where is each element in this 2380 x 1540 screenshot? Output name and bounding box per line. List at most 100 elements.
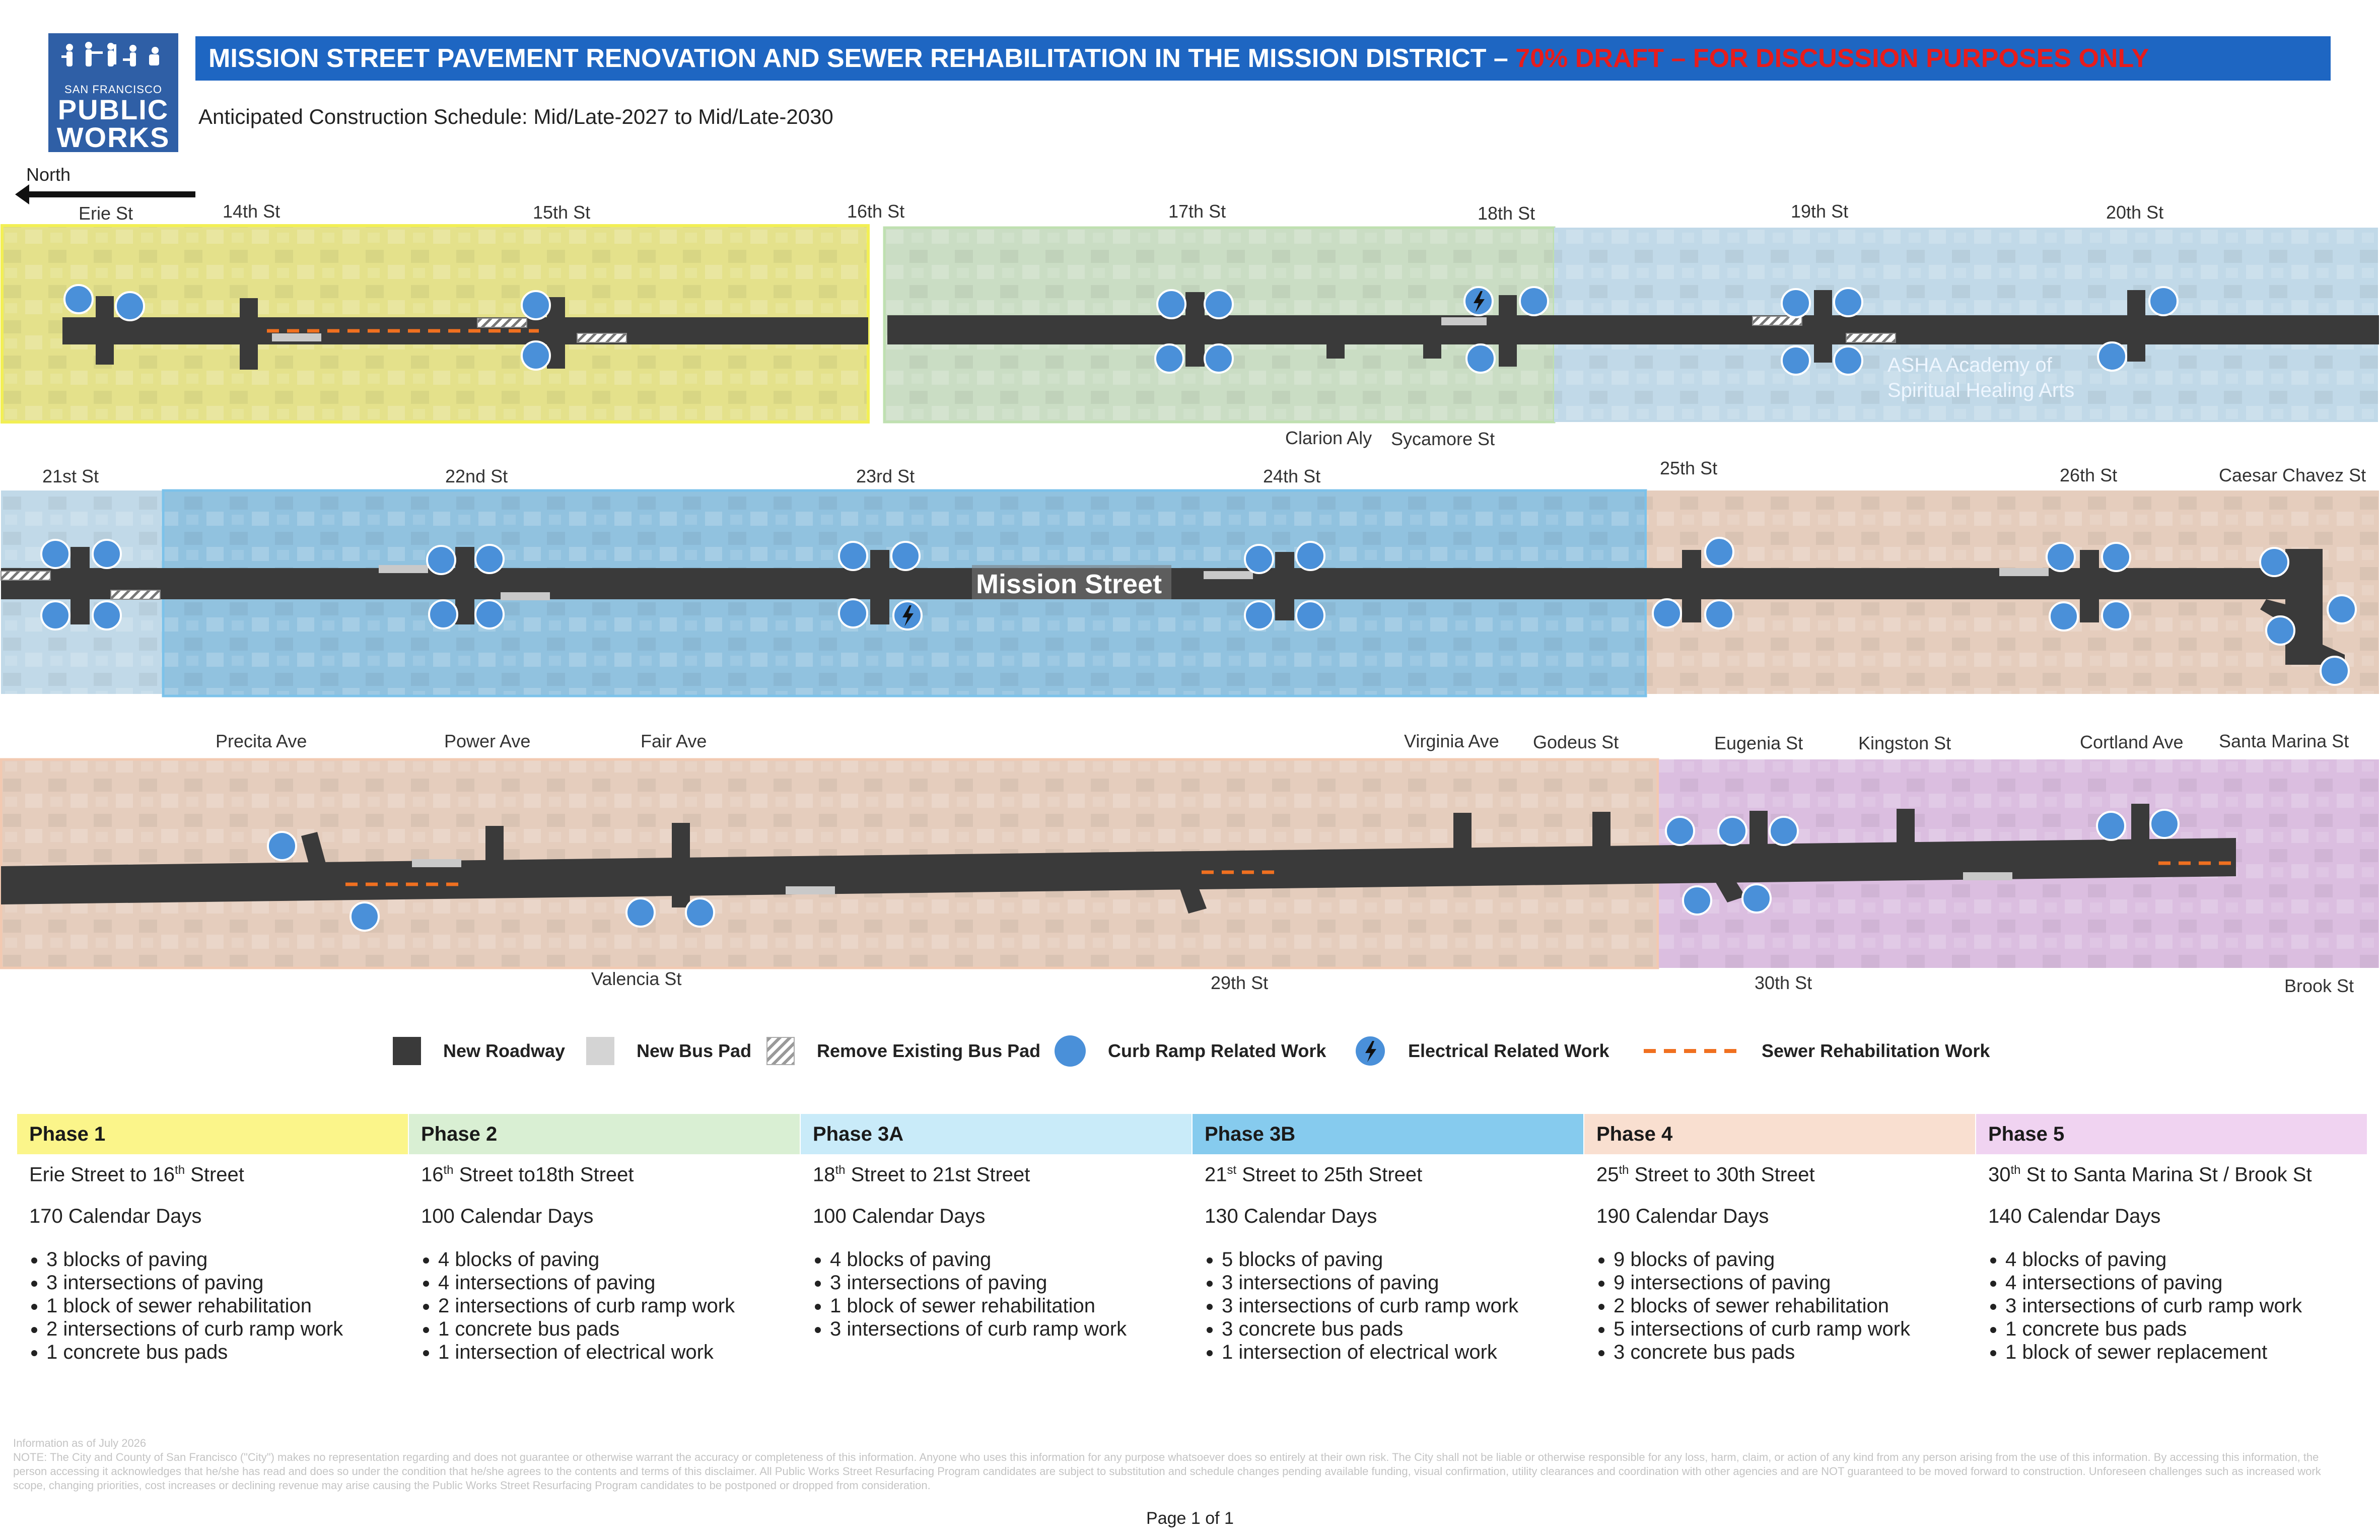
phase-item: 1 block of sewer replacement [2005, 1341, 2367, 1364]
street-label: Godeus St [1533, 732, 1619, 752]
street-label: 19th St [1791, 201, 1848, 222]
phase-days: 140 Calendar Days [1988, 1205, 2161, 1228]
phase-days: 100 Calendar Days [421, 1205, 594, 1228]
phase-range: 30th St to Santa Marina St / Brook St [1988, 1163, 2312, 1186]
street-label: Virginia Ave [1404, 731, 1499, 751]
remove-bus-pad [577, 333, 627, 343]
street-label: 26th St [2060, 465, 2117, 485]
street-label: 29th St [1211, 972, 1268, 993]
phase-item: 1 block of sewer rehabilitation [46, 1294, 408, 1317]
phase-name: Phase 1 [17, 1114, 408, 1154]
street-label: Fair Ave [641, 731, 707, 751]
phase-item: 4 intersections of paving [438, 1271, 800, 1294]
legend-label: New Bus Pad [637, 1040, 752, 1061]
bus-pad [1963, 872, 2012, 880]
street-label: Valencia St [591, 968, 681, 989]
legend-item: Remove Existing Bus Pad [766, 1033, 1040, 1069]
bus-pad [272, 333, 321, 341]
legend-label: Curb Ramp Related Work [1108, 1040, 1326, 1061]
legend-label: Remove Existing Bus Pad [817, 1040, 1041, 1061]
remove-bus-pad [477, 318, 527, 328]
remove-bus-pad [1752, 316, 1802, 326]
phase-column-2: Phase 2 16th Street to18th Street 100 Ca… [409, 1114, 800, 1376]
phase-name: Phase 3A [801, 1114, 1192, 1154]
phase-item: 4 blocks of paving [830, 1248, 1192, 1271]
street-label: 16th St [847, 201, 904, 222]
legend-label: Electrical Related Work [1408, 1040, 1609, 1061]
phase-column-1: Phase 1 Erie Street to 16th Street 170 C… [17, 1114, 408, 1376]
logo-public-text: PUBLIC [57, 94, 169, 125]
phase-range: 16th Street to18th Street [421, 1163, 634, 1186]
roadway-swatch-icon [393, 1037, 421, 1065]
legend-item: Sewer Rehabilitation Work [1644, 1033, 1990, 1069]
phase-range: 21st Street to 25th Street [1205, 1163, 1423, 1186]
phase-item: 3 intersections of paving [46, 1271, 408, 1294]
phase-item: 1 concrete bus pads [46, 1341, 408, 1364]
phase-schedule: Phase 1 Erie Street to 16th Street 170 C… [17, 1114, 2369, 1376]
title-banner: MISSION STREET PAVEMENT RENOVATION AND S… [195, 36, 2331, 81]
bus-pad [501, 592, 550, 600]
phase-days: 130 Calendar Days [1205, 1205, 1377, 1228]
phase-item: 9 blocks of paving [1614, 1248, 1975, 1271]
street-label: 14th St [223, 201, 280, 222]
street-label: Caesar Chavez St [2219, 465, 2366, 485]
phase-item: 4 intersections of paving [2005, 1271, 2367, 1294]
phase-item: 3 intersections of curb ramp work [830, 1317, 1192, 1341]
disclaimer-text: NOTE: The City and County of San Francis… [13, 1451, 2321, 1492]
street-label: Cortland Ave [2080, 732, 2183, 752]
phase-items: 4 blocks of paving 3 intersections of pa… [801, 1248, 1192, 1341]
legend-item: New Roadway [393, 1033, 565, 1069]
street-label: 22nd St [445, 466, 508, 486]
phase-item: 4 blocks of paving [438, 1248, 800, 1271]
remove-bus-pad-swatch-icon [766, 1037, 795, 1065]
bus-pad [786, 886, 835, 894]
legend-label: Sewer Rehabilitation Work [1762, 1040, 1990, 1061]
phase-item: 2 intersections of curb ramp work [46, 1317, 408, 1341]
phase-items: 4 blocks of paving 4 intersections of pa… [409, 1248, 800, 1364]
electrical-work-icon[interactable] [1463, 286, 1494, 316]
street-label: Eugenia St [1714, 733, 1803, 753]
sewer-dash-icon [1644, 1049, 1739, 1053]
phase-item: 3 concrete bus pads [1222, 1317, 1583, 1341]
phase-item: 1 block of sewer rehabilitation [830, 1294, 1192, 1317]
street-label: Erie St [79, 203, 133, 224]
phase-days: 190 Calendar Days [1596, 1205, 1769, 1228]
legend-item: Electrical Related Work [1355, 1033, 1609, 1069]
street-label: 20th St [2106, 202, 2163, 223]
phase-items: 9 blocks of paving 9 intersections of pa… [1584, 1248, 1975, 1364]
phase-item: 5 blocks of paving [1222, 1248, 1583, 1271]
street-label: Sycamore St [1391, 429, 1495, 449]
north-label: North [26, 164, 71, 185]
logo-city-text: SAN FRANCISCO [64, 83, 162, 96]
street-label: 23rd St [856, 466, 915, 486]
bus-pad [412, 859, 461, 867]
street-label: 25th St [1660, 458, 1717, 478]
phase-items: 5 blocks of paving 3 intersections of pa… [1193, 1248, 1583, 1364]
phase-days: 100 Calendar Days [813, 1205, 986, 1228]
street-labels-row1: Erie St 14th St 15th St 16th St 17th St … [79, 201, 2163, 449]
phase-item: 3 concrete bus pads [1614, 1341, 1975, 1364]
street-labels-row2: 21st St 22nd St 23rd St 24th St 25th St … [42, 458, 2366, 486]
phase-name: Phase 2 [409, 1114, 800, 1154]
remove-bus-pad [110, 590, 161, 600]
mission-street-label-bg [972, 565, 1171, 599]
phase-item: 3 blocks of paving [46, 1248, 408, 1271]
street-labels-row3: Precita Ave Power Ave Fair Ave Virginia … [216, 731, 2354, 996]
logo-works-text: WORKS [56, 121, 170, 153]
curb-ramp-dot-icon [1055, 1035, 1086, 1067]
phase-days: 170 Calendar Days [29, 1205, 202, 1228]
electrical-work-icon[interactable] [892, 600, 923, 631]
building-label: Spiritual Healing Arts [1887, 379, 2074, 401]
legend-label: New Roadway [443, 1040, 566, 1061]
phase-item: 9 intersections of paving [1614, 1271, 1975, 1294]
project-map[interactable]: Erie St 14th St 15th St 16th St 17th St … [0, 0, 2380, 1007]
street-label: 18th St [1478, 203, 1535, 224]
street-label: 21st St [42, 466, 99, 486]
info-date: Information as of July 2026 [13, 1437, 147, 1449]
phase-column-3b: Phase 3B 21st Street to 25th Street 130 … [1193, 1114, 1583, 1376]
street-label: Clarion Aly [1285, 428, 1372, 448]
phase-column-3a: Phase 3A 18th Street to 21st Street 100 … [801, 1114, 1192, 1376]
phase-item: 3 intersections of paving [830, 1271, 1192, 1294]
phase-item: 3 intersections of paving [1222, 1271, 1583, 1294]
phase-item: 2 intersections of curb ramp work [438, 1294, 800, 1317]
